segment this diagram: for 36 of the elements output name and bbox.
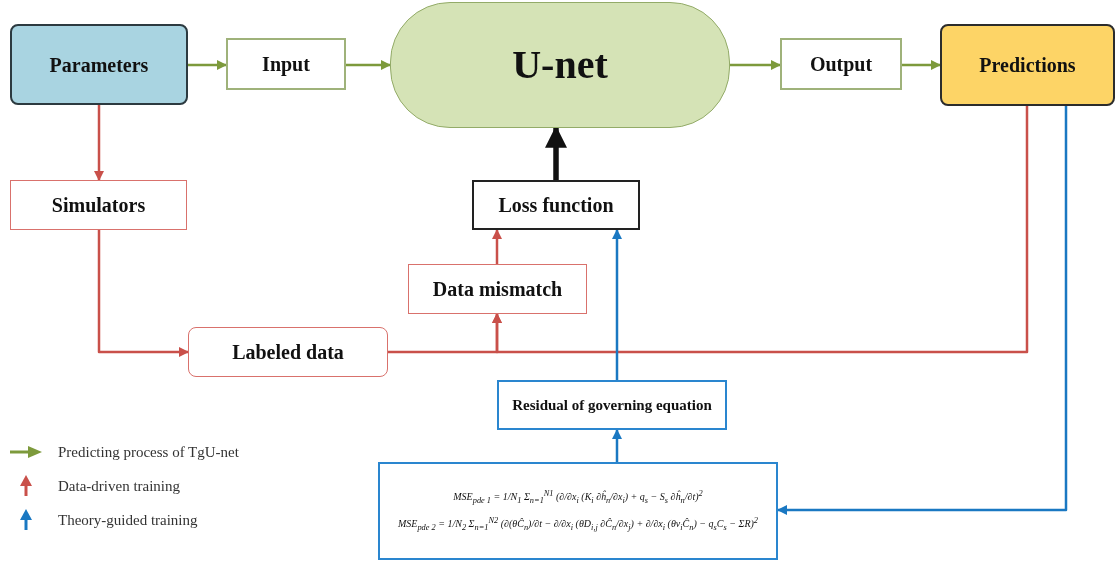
node-label: Labeled data [232, 340, 344, 364]
process-box [10, 24, 188, 105]
arrow [94, 105, 104, 181]
equation: MSE$_{pde 2}$ = 1/N$_{2}$ Σ$_{n=1}$$^{N2}$ (∂(θĈ$_{n}$)/∂t − ∂/∂x$_{i}$ (θD$_{i,j}$ ∂Ĉ$_{n}$/∂x$_{j}$) + ∂/∂x$_{i}$ (θv$_{i}$Ĉ$_{n}$) − q$_{s}$C$_{s}$ − ΣR)$^{2}$ [397, 516, 758, 534]
process-box [472, 180, 640, 230]
arrow [777, 106, 1068, 515]
node-label: Loss function [498, 193, 614, 217]
node-label: U-net [512, 41, 608, 89]
node-label: Simulators [51, 193, 146, 217]
arrow [492, 106, 1029, 354]
process-box [226, 38, 346, 90]
arrow [902, 60, 941, 70]
process-box [497, 380, 727, 430]
arrow [97, 230, 189, 357]
process-box [780, 38, 902, 90]
legend-label: Predicting process of TgU-net [58, 443, 239, 461]
node-label: Output [809, 52, 873, 76]
arrow [612, 229, 622, 380]
equation-box [378, 462, 778, 560]
arrow [492, 229, 502, 264]
equation: MSE$_{pde 1}$ = 1/N$_{1}$ Σ$_{n=1}$$^{N1}$ (∂/∂x$_{i}$ (K$_{i}$ ∂ĥ$_{n}$/∂x$_{i}$) + q$_{s}$ − S$_{s}$ ∂ĥ$_{n}$/∂t)$^{2}$ [453, 488, 703, 506]
node-label: Parameters [49, 52, 149, 77]
process-box [940, 24, 1115, 106]
process-box [188, 327, 388, 377]
arrow [612, 429, 622, 462]
node-label: Predictions [979, 53, 1076, 77]
legend-label: Data-driven training [58, 477, 181, 495]
node-label: Residual of governing equation [512, 396, 712, 414]
node-label: Input [262, 52, 310, 76]
arrow [346, 60, 391, 70]
process-box [10, 180, 187, 230]
node-label: Data mismatch [432, 277, 563, 301]
arrow [730, 60, 781, 70]
legend-label: Theory-guided training [58, 511, 198, 529]
arrow [188, 60, 227, 70]
process-box [408, 264, 587, 314]
